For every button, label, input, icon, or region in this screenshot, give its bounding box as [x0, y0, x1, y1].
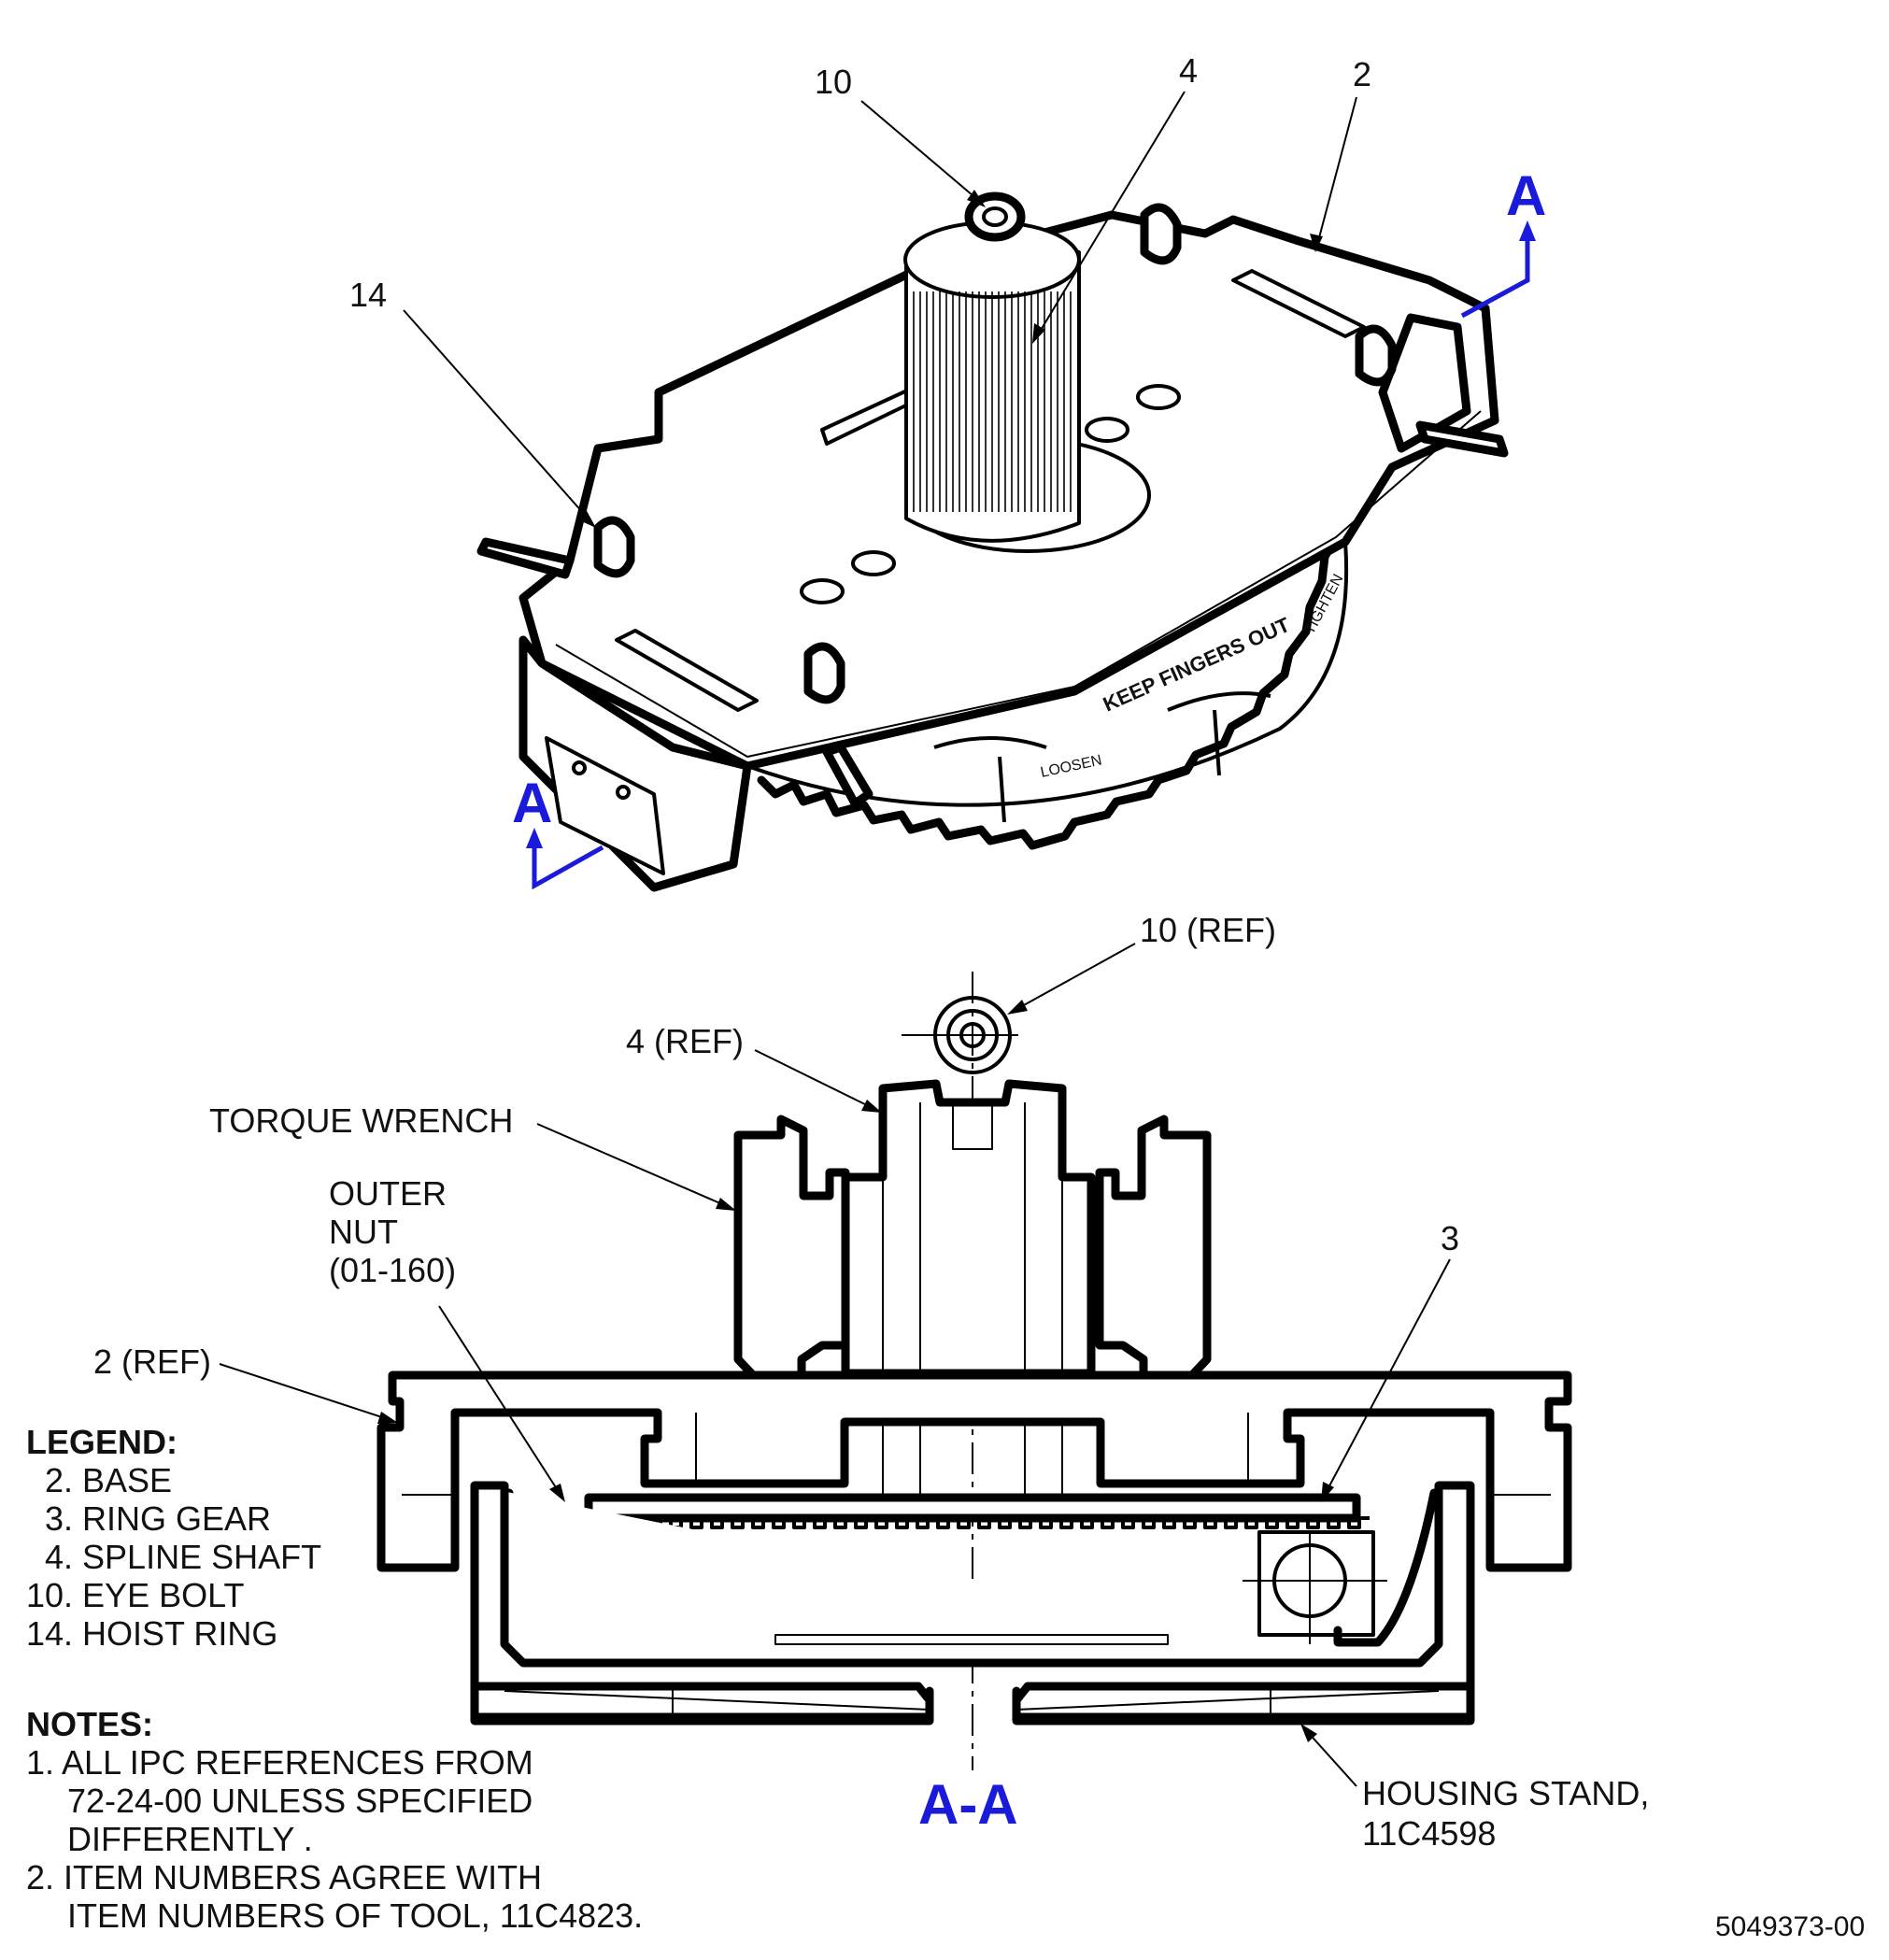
legend-item: 2. BASE	[45, 1461, 172, 1499]
base-inner-detail	[402, 1413, 1551, 1496]
arrow-housing-stand	[1300, 1724, 1317, 1742]
right-handle	[1415, 420, 1509, 458]
legend-item: 4. SPLINE SHAFT	[45, 1538, 321, 1576]
callout-housing-stand-2: 11C4598	[1362, 1814, 1496, 1853]
note-line: 1. ALL IPC REFERENCES FROM	[26, 1743, 533, 1782]
housing-stand-lines	[504, 1634, 1440, 1717]
drawing-number: 5049373-00	[1715, 1911, 1865, 1942]
plate-hole	[1136, 384, 1181, 410]
leader-2-ref	[219, 1363, 391, 1421]
leader-14	[403, 309, 591, 522]
arrow-2-ref	[377, 1412, 398, 1424]
gear-tooth-profile	[587, 1516, 1370, 1529]
eye-bolt	[964, 192, 1026, 242]
section-arrow-top	[1519, 220, 1536, 241]
plate-hole	[1085, 417, 1129, 443]
leader-outer-nut	[438, 1305, 561, 1496]
isometric-view: KEEP FINGERS OUT LOOSEN TIGHTEN 10 4 2 1…	[349, 51, 1546, 892]
legend-item: 3. RING GEAR	[45, 1499, 271, 1538]
callout-outer-nut-1: OUTER	[329, 1174, 447, 1213]
callout-4: 4	[1179, 51, 1198, 90]
callout-10-ref: 10 (REF)	[1140, 911, 1276, 949]
notes: NOTES: 1. ALL IPC REFERENCES FROM 72-24-…	[26, 1705, 643, 1935]
leader-2	[1316, 96, 1357, 246]
legend-item: 10. EYE BOLT	[26, 1576, 244, 1614]
front-handle	[822, 743, 873, 808]
callout-housing-stand-1: HOUSING STAND,	[1362, 1774, 1649, 1812]
section-line-bottom	[532, 841, 604, 890]
arrow-14	[577, 511, 596, 528]
callout-2: 2	[1353, 55, 1371, 93]
leader-4	[1036, 91, 1186, 337]
ring-gear-spoke-right	[1167, 691, 1271, 776]
arrow-4	[1032, 323, 1045, 344]
ring-gear-section	[584, 1493, 1361, 1523]
hoist-ring	[803, 642, 845, 704]
note-line: 2. ITEM NUMBERS AGREE WITH	[26, 1858, 542, 1896]
name-plate-right	[1231, 269, 1366, 338]
note-line: ITEM NUMBERS OF TOOL, 11C4823.	[67, 1896, 643, 1935]
leader-housing-stand	[1305, 1729, 1357, 1787]
legend-title: LEGEND:	[26, 1423, 178, 1461]
arrow-outer-nut	[549, 1484, 565, 1502]
section-view-label: A-A	[918, 1773, 1018, 1836]
arrow-10	[967, 190, 986, 207]
leader-4-ref	[754, 1049, 875, 1110]
hoist-ring	[593, 516, 635, 578]
leader-torque-wrench	[536, 1123, 730, 1208]
legend-item: 14. HOIST RING	[26, 1614, 277, 1653]
plate-hole	[851, 550, 896, 576]
ring-gear-teeth	[757, 533, 1341, 850]
base-section	[376, 1371, 1572, 1572]
block-bolt	[572, 760, 587, 775]
ring-gear-teeth-section	[587, 1516, 1370, 1529]
spline-ribs	[913, 291, 1072, 512]
callout-outer-nut-3: (01-160)	[329, 1251, 456, 1289]
left-block	[518, 635, 752, 892]
callout-outer-nut-2: NUT	[329, 1213, 398, 1251]
section-line-top	[1460, 234, 1530, 319]
eye-bolt-hole	[982, 206, 1008, 227]
callout-torque-wrench: TORQUE WRENCH	[209, 1101, 513, 1140]
arrow-10-ref	[1007, 1000, 1028, 1015]
section-arrow-bottom	[526, 828, 543, 848]
arrow-torque-wrench	[716, 1198, 736, 1211]
arrow-2	[1310, 234, 1323, 252]
hoist-ring	[1355, 324, 1397, 387]
leader-10-ref	[1013, 943, 1136, 1012]
leader-10	[860, 100, 980, 202]
hoist-ring	[1140, 203, 1182, 265]
housing-stand-bottom	[470, 1682, 1475, 1726]
callout-10: 10	[815, 63, 852, 101]
section-view-a-a: 10 (REF) 4 (REF) TORQUE WRENCH OUTER NUT…	[93, 911, 1649, 1853]
leader-3	[1324, 1258, 1451, 1496]
note-line: 72-24-00 UNLESS SPECIFIED	[67, 1782, 533, 1820]
base-plate-bevel	[555, 410, 1482, 758]
note-line: DIFFERENTLY .	[67, 1820, 313, 1858]
plate-hole	[800, 578, 845, 604]
callout-14: 14	[349, 276, 387, 314]
callout-4-ref: 4 (REF)	[626, 1022, 744, 1060]
spline-shaft-detail	[882, 1102, 1063, 1513]
notes-title: NOTES:	[26, 1705, 153, 1743]
ring-gear-spoke-left	[933, 736, 1047, 823]
callout-3: 3	[1441, 1219, 1459, 1257]
arrow-3	[1321, 1482, 1334, 1502]
left-handle	[476, 537, 575, 579]
bearing-right	[1243, 1530, 1387, 1644]
arrow-4-ref	[861, 1100, 882, 1113]
callout-2-ref: 2 (REF)	[93, 1342, 211, 1381]
name-plate-left	[615, 629, 759, 712]
block-bolt	[616, 785, 631, 800]
section-marker-bottom: A	[512, 772, 552, 834]
legend: LEGEND: 2. BASE 3. RING GEAR 4. SPLINE S…	[26, 1423, 321, 1653]
section-marker-top: A	[1506, 164, 1546, 227]
